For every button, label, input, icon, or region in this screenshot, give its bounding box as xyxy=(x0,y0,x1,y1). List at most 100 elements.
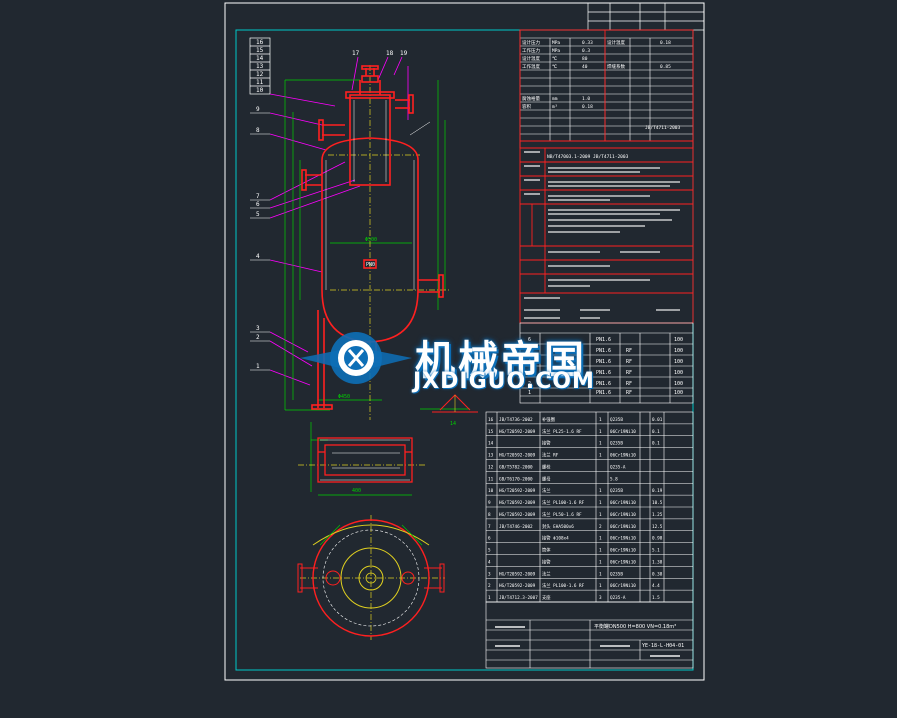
nozzle-r1-face: RF xyxy=(626,348,632,354)
balloon-13: 13 xyxy=(256,63,264,70)
balloon-11: 11 xyxy=(256,79,264,86)
parts-cell-r9-c2: 封头 EHA500x6 xyxy=(542,523,574,530)
parts-cell-r8-c2: 法兰 PL50-1.6 RF xyxy=(542,511,582,518)
spec-r4-c0: 腐蚀裕量 xyxy=(522,95,540,102)
parts-cell-r10-c4: 06Cr19Ni10 xyxy=(610,536,636,542)
nozzle-r3-dn: 100 xyxy=(674,370,683,376)
plan-view xyxy=(297,519,445,637)
nozzle-r5-dn: 100 xyxy=(674,390,683,396)
vessel-internal-lines xyxy=(325,100,431,290)
parts-cell-r2-c4: Q235B xyxy=(610,441,623,447)
parts-cell-r0-c2: 补强圈 xyxy=(542,416,555,423)
nozzle-r4-face: RF xyxy=(626,381,632,387)
nozzle-r0-no: 6 xyxy=(528,337,531,343)
parts-cell-r5-c0: 11 xyxy=(488,476,494,482)
balloon-18: 18 xyxy=(386,50,394,57)
balloon-leaders xyxy=(250,112,270,371)
nozzle-r2-pn: PN1.6 xyxy=(596,359,611,365)
balloon-4: 4 xyxy=(256,253,260,260)
parts-cell-r13-c5: 0.38 xyxy=(652,571,663,577)
nozzle-r4-pn: PN1.6 xyxy=(596,381,611,387)
detail-seat-section xyxy=(317,437,413,483)
parts-cell-r12-c5: 1.38 xyxy=(652,559,663,565)
nozzle-r5-face: RF xyxy=(626,390,632,396)
balloon-7: 7 xyxy=(256,193,260,200)
parts-cell-r14-c4: 06Cr19Ni10 xyxy=(610,583,636,589)
balloon-8: 8 xyxy=(256,127,260,134)
watermark-cn: 机械帝国 xyxy=(415,338,587,384)
balloon-16: 16 xyxy=(256,39,264,46)
spec-r4-c4: 0.85 xyxy=(660,64,671,70)
nozzle-r4-no: 2 xyxy=(528,381,531,387)
parts-cell-r14-c5: 4.4 xyxy=(652,583,660,589)
parts-cell-r11-c5: 5.1 xyxy=(652,548,660,554)
balloon-15: 15 xyxy=(256,47,264,54)
parts-cell-r14-c3: 1 xyxy=(599,583,602,589)
parts-cell-r0-c5: 0.01 xyxy=(652,417,663,423)
parts-cell-r1-c2: 法兰 PL25-1.6 RF xyxy=(542,428,582,435)
parts-cell-r8-c4: 06Cr19Ni10 xyxy=(610,512,636,518)
parts-cell-r7-c3: 1 xyxy=(599,500,602,506)
parts-cell-r5-c2: 螺母 xyxy=(542,475,551,482)
parts-cell-r4-c2: 螺栓 xyxy=(542,463,551,470)
parts-cell-r9-c3: 2 xyxy=(599,524,602,530)
parts-cell-r0-c4: Q235B xyxy=(610,417,623,423)
nozzle-table-text: 6 PN1.6 100 5 PN1.6 RF 100 4 PN1.6 RF 10… xyxy=(528,337,683,396)
nozzle-r1-no: 5 xyxy=(528,348,531,354)
dim-base-dia: Φ450 xyxy=(338,394,350,400)
parts-cell-r3-c4: 06Cr19Ni10 xyxy=(610,453,636,459)
spec-r5-c0: 容积 xyxy=(522,103,531,110)
balloon-3: 3 xyxy=(256,325,260,332)
spec-std-line: NB/T47003.1-2009 JB/T4711-2003 xyxy=(547,154,629,160)
nozzle-r2-face: RF xyxy=(626,359,632,365)
spec-table-frame xyxy=(519,29,694,149)
spec-r2-c2: 80 xyxy=(582,56,588,62)
parts-cell-r6-c1: HG/T20592-2009 xyxy=(499,488,536,494)
parts-cell-r5-c1: GB/T6170-2000 xyxy=(499,476,533,482)
parts-cell-r14-c1: HG/T20592-2009 xyxy=(499,583,536,589)
parts-cell-r11-c4: 06Cr19Ni10 xyxy=(610,548,636,554)
parts-cell-r12-c2: 接管 xyxy=(542,558,551,565)
balloon-12: 12 xyxy=(256,71,264,78)
parts-cell-r6-c2: 法兰 xyxy=(542,487,551,494)
parts-cell-r9-c5: 12.5 xyxy=(652,524,663,530)
spec-table-text: 设计压力 MPa 0.33 设计温度 0.18 工作压力 MPa 0.3 设计温… xyxy=(522,39,681,160)
balloon-10: 10 xyxy=(256,87,264,94)
top-title-boxes xyxy=(587,2,705,31)
spec-r1-c2: 0.3 xyxy=(582,48,590,54)
balloon-17: 17 xyxy=(352,50,360,57)
parts-cell-r4-c4: Q235-A xyxy=(610,464,626,470)
parts-cell-r15-c1: JB/T4712.3-2007 xyxy=(499,595,538,601)
balloon-1: 1 xyxy=(256,363,260,370)
parts-cell-r12-c3: 1 xyxy=(599,559,602,565)
nozzle-r0-dn: 100 xyxy=(674,337,683,343)
spec-dense-text xyxy=(524,151,680,319)
parts-cell-r14-c2: 法兰 PL100-1.6 RF xyxy=(542,582,585,589)
title-block-product: 平衡罐DN500 H=800 VN=0.18m³ xyxy=(594,623,676,630)
shell-tag: PN0 xyxy=(366,262,375,268)
parts-cell-r6-c4: Q235B xyxy=(610,488,623,494)
spec-r1-c1: MPa xyxy=(552,48,560,54)
parts-cell-r10-c2: 接管 Φ108x4 xyxy=(542,535,569,542)
spec-r3-c1: ℃ xyxy=(552,64,558,70)
parts-cell-r4-c1: GB/T5782-2000 xyxy=(499,464,533,470)
nozzle-r3-face: RF xyxy=(626,370,632,376)
nozzle-r1-dn: 100 xyxy=(674,348,683,354)
parts-cell-r11-c0: 5 xyxy=(488,548,491,554)
parts-cell-r3-c3: 1 xyxy=(599,453,602,459)
parts-cell-r6-c5: 0.19 xyxy=(652,488,663,494)
parts-cell-r5-c4: 5.8 xyxy=(610,476,618,482)
title-block-drawing-no: YE-18-L-H04-01 xyxy=(642,643,684,649)
balloon-19: 19 xyxy=(400,50,408,57)
balloon-14: 14 xyxy=(256,55,264,62)
nozzle-r5-no: 1 xyxy=(528,390,531,396)
spec-r3-c2: 40 xyxy=(582,64,588,70)
parts-cell-r11-c3: 1 xyxy=(599,548,602,554)
parts-cell-r7-c0: 9 xyxy=(488,500,491,506)
parts-cell-r9-c1: JB/T4746-2002 xyxy=(499,524,533,530)
nozzle-r0-pn: PN1.6 xyxy=(596,337,611,343)
parts-cell-r1-c4: 06Cr19Ni10 xyxy=(610,429,636,435)
spec-r0-c0: 设计压力 xyxy=(522,39,540,46)
nozzle-r2-no: 4 xyxy=(528,359,531,365)
